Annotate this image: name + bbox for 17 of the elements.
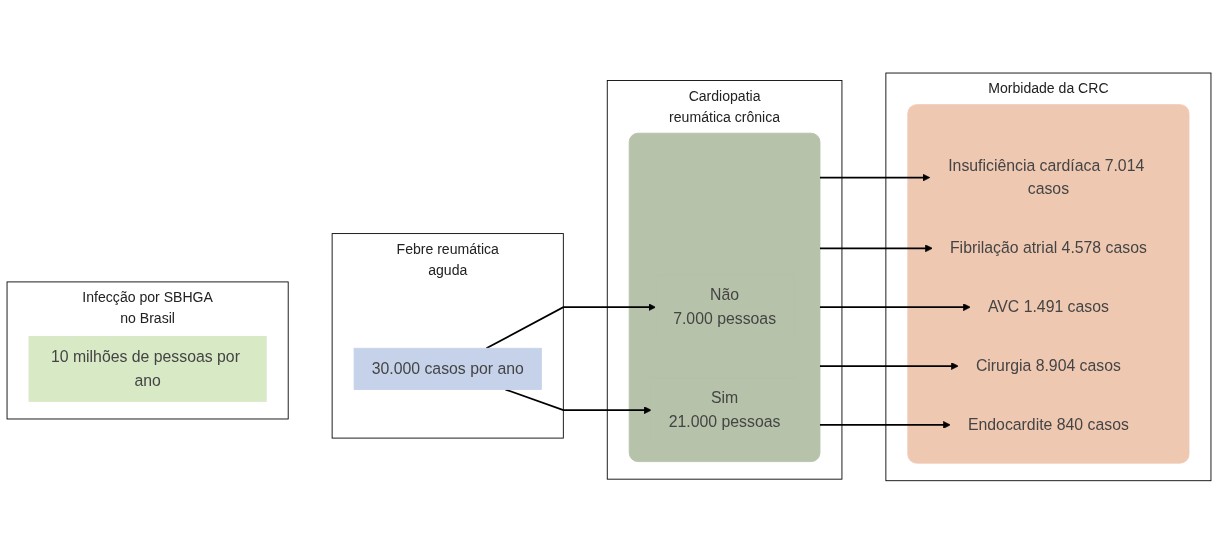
cluster <box>907 103 1190 464</box>
node-text: Endocardite 840 casos <box>967 415 1129 433</box>
arrow <box>819 420 951 429</box>
node-text: Insuficiência cardíaca 7.014 casos <box>948 156 1145 198</box>
cluster <box>628 132 821 462</box>
node-box: 30.000 casos por ano <box>353 347 542 390</box>
arrow <box>819 361 959 370</box>
node-text: Cirurgia 8.904 casos <box>975 356 1121 375</box>
node-text: Sim 21.000 pessoas <box>668 388 781 431</box>
node-box: 10 milhões de pessoas por ano <box>28 335 267 402</box>
arrow <box>819 173 931 182</box>
arrow <box>819 244 933 252</box>
arrow <box>819 302 971 311</box>
node-text: AVC 1.491 casos <box>987 297 1109 316</box>
arrow <box>504 388 652 414</box>
node-text: Fibrilação atrial 4.578 casos <box>949 238 1147 257</box>
node-text: Não 7.000 pessoas <box>673 285 777 328</box>
